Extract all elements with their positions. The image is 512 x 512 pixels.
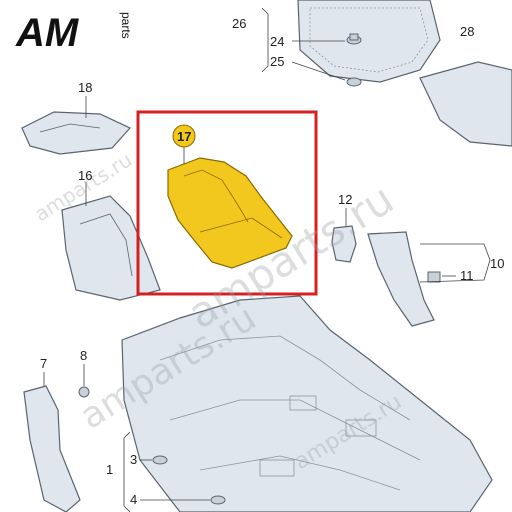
- label-7: 7: [40, 356, 47, 371]
- fastener-3: [152, 455, 168, 465]
- floor-mat-front: [297, 0, 441, 83]
- label-1: 1: [106, 462, 113, 477]
- part-labels: 26 24 25 28 18 16 17 12 10 11 7 8 1 3 4: [40, 16, 504, 507]
- part-17-highlighted: [167, 157, 293, 269]
- fastener-4: [210, 495, 226, 505]
- part-18: [21, 111, 131, 155]
- logo-suffix: parts: [119, 12, 133, 39]
- clip-25: [346, 77, 362, 87]
- floor-mat-rear: [419, 61, 512, 147]
- label-16: 16: [78, 168, 92, 183]
- part-7: [23, 385, 81, 512]
- brand-logo: AM parts: [15, 11, 133, 55]
- label-4: 4: [130, 492, 137, 507]
- logo-text: AM: [15, 11, 80, 55]
- label-3: 3: [130, 452, 137, 467]
- label-8: 8: [80, 348, 87, 363]
- clip-24: [346, 33, 362, 45]
- label-12: 12: [338, 192, 352, 207]
- label-26: 26: [232, 16, 246, 31]
- label-24: 24: [270, 34, 284, 49]
- label-28: 28: [460, 24, 474, 39]
- floor-panel-main: [121, 295, 493, 512]
- highlight-frame: [136, 110, 318, 296]
- part-10-trim: [367, 231, 435, 327]
- part-16: [61, 195, 161, 301]
- part-12: [331, 225, 357, 263]
- label-10: 10: [490, 256, 504, 271]
- clip-11: [427, 271, 441, 283]
- label-11: 11: [460, 268, 474, 283]
- label-25: 25: [270, 54, 284, 69]
- part-8: [78, 386, 90, 398]
- label-18: 18: [78, 80, 92, 95]
- label-17: 17: [177, 129, 191, 144]
